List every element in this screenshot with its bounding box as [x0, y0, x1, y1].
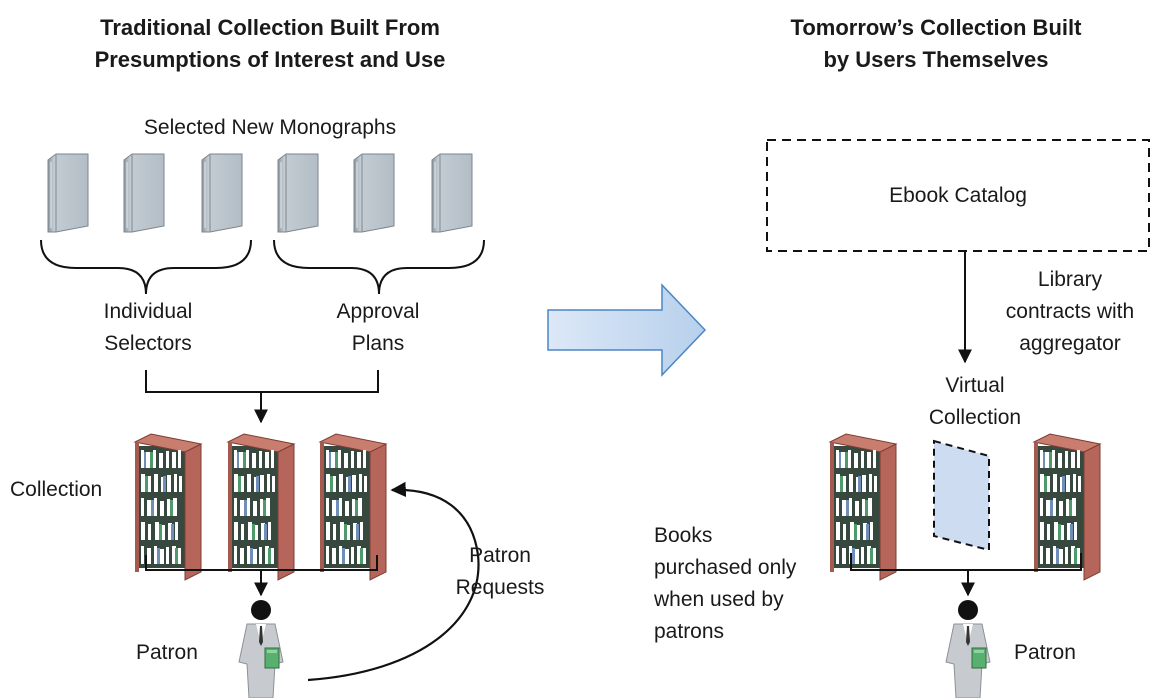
right-collection-connector [850, 553, 1082, 571]
bookshelf-icon [829, 433, 897, 581]
monographs-label: Selected New Monographs [143, 116, 397, 139]
right-title: Tomorrow’s Collection Built by Users The… [790, 15, 1082, 72]
collection-shelves [134, 433, 387, 581]
book-icon [277, 153, 319, 233]
book-icon [201, 153, 243, 233]
right-brace [273, 239, 485, 295]
patron-requests-arrow [307, 481, 480, 682]
left-brace [40, 239, 252, 295]
ebook-catalog-label: Ebook Catalog [889, 184, 1027, 207]
collection-label: Collection [10, 478, 103, 501]
individual-selectors-label: Individual Selectors [103, 300, 193, 355]
ebook-catalog-box [766, 139, 1150, 252]
merge-connector [145, 370, 379, 393]
book-icon [431, 153, 473, 233]
virtual-collection-shelf [933, 439, 990, 552]
patron-requests-label: Patron Requests [455, 544, 545, 599]
patron-person-icon [238, 599, 284, 698]
patron-person-icon [945, 599, 991, 698]
contract-label: Library contracts with aggregator [1005, 268, 1135, 355]
transition-arrow [547, 283, 707, 377]
bookshelf-icon [1033, 433, 1101, 581]
book-icon [47, 153, 89, 233]
books-purchased-note: Books purchased only when used by patron… [654, 524, 797, 643]
monograph-books [47, 153, 473, 233]
approval-plans-label: Approval Plans [336, 300, 420, 355]
left-title: Traditional Collection Built From Presum… [94, 15, 446, 72]
right-patron-label: Patron [1014, 641, 1076, 664]
bookshelf-icon [227, 433, 295, 581]
virtual-collection-label: Virtual Collection [928, 374, 1022, 429]
book-icon [123, 153, 165, 233]
left-patron-label: Patron [136, 641, 198, 664]
bookshelf-icon [134, 433, 202, 581]
book-icon [353, 153, 395, 233]
